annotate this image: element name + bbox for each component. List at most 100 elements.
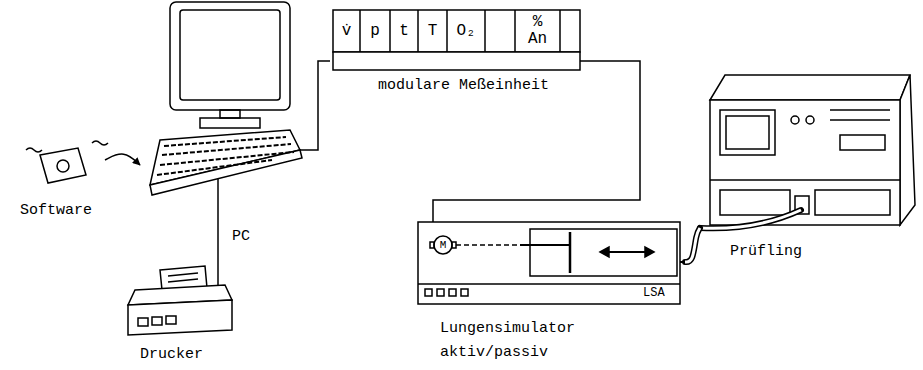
node-label: LSA: [643, 286, 665, 300]
key-row: [164, 137, 286, 146]
module-divider: [446, 10, 448, 52]
module-divider: [389, 10, 391, 52]
module-cell: O₂: [447, 10, 485, 52]
module-divider: [484, 10, 486, 52]
control-button: [437, 289, 444, 296]
printer-button: [166, 316, 176, 324]
module-cell: t: [390, 10, 418, 52]
motor-letter: M: [436, 238, 450, 252]
channel-label: p: [360, 10, 390, 52]
hose-inner: [685, 228, 700, 262]
device-screen: [720, 110, 775, 155]
motion-arrow-head: [645, 247, 654, 257]
module-cell: v̇: [333, 10, 360, 52]
channel-label: t: [390, 10, 418, 52]
breathing-hose: [685, 228, 700, 262]
motion-mark: [92, 141, 108, 145]
printer-button: [152, 317, 162, 325]
control-button: [461, 289, 468, 296]
keyboard-keys: [157, 137, 294, 175]
node-label: Lungensimulator aktiv/passiv: [440, 317, 600, 365]
channel-label: T: [418, 10, 447, 52]
connector-line: [105, 154, 140, 165]
cable: [217, 179, 219, 252]
key-row: [160, 152, 294, 165]
lung-simulator: LSA Lungensimulator aktiv/passiv: [415, 222, 685, 367]
drive-shaft: [456, 244, 520, 246]
floppy-hub: [57, 160, 69, 172]
software-disk: Software: [15, 140, 105, 230]
control-button: [425, 289, 432, 296]
motion-mark: [26, 148, 42, 152]
module-strip: [333, 10, 580, 52]
module-divider: [514, 10, 516, 52]
motion-arrow: [606, 251, 648, 253]
module-divider: [359, 10, 361, 52]
device-divider: [710, 179, 900, 181]
channel-label: O₂: [447, 10, 485, 52]
paper-line: [168, 279, 198, 282]
device-under-test: Prüfling: [700, 65, 920, 265]
control-button: [449, 289, 456, 296]
channel-label: v̇: [333, 10, 360, 52]
device-front: [710, 100, 900, 225]
cable: [218, 252, 219, 262]
module-cell: T: [418, 10, 447, 52]
channel-label: % An: [515, 10, 560, 52]
node-label: Drucker: [140, 346, 203, 364]
connector-line: [217, 252, 219, 262]
device-screen-inner: [726, 116, 769, 149]
node-label: PC: [232, 228, 250, 246]
cable: [580, 60, 585, 62]
key-row: [157, 160, 272, 175]
motion-arrow-head: [600, 247, 609, 257]
paper-line: [168, 273, 198, 276]
keyboard-front: [150, 150, 302, 195]
piston-chamber: [530, 229, 677, 276]
device-drawer: [720, 190, 790, 215]
monitor-neck: [220, 110, 240, 118]
cable: [105, 154, 140, 165]
device-display: [840, 135, 885, 150]
device-knob: [791, 116, 799, 124]
monitor-housing: [170, 2, 290, 110]
piston-rod: [520, 244, 570, 246]
cable: [305, 61, 330, 150]
device-knob: [806, 116, 814, 124]
device-side: [900, 75, 915, 225]
device-drawer: [815, 190, 890, 215]
device-slot: [830, 109, 890, 111]
cable: [217, 262, 219, 286]
printer-button: [138, 318, 148, 326]
motor-symbol: [434, 236, 452, 254]
module-divider: [559, 10, 561, 52]
device-slot: [830, 119, 890, 121]
module-cell: % An: [515, 10, 560, 52]
node-label: modulare Meßeinheit: [378, 77, 549, 95]
module-cell: p: [360, 10, 390, 52]
node-label: Software: [20, 202, 92, 220]
device-top: [710, 75, 910, 100]
lung-simulator-housing: [418, 222, 680, 304]
monitor-screen: [180, 10, 280, 100]
cable: [300, 149, 305, 151]
motor-tab: [430, 242, 434, 248]
connector-line: [685, 228, 700, 262]
module-divider: [417, 10, 419, 52]
connector-line: [305, 61, 330, 150]
pc-workstation: PC: [140, 0, 305, 252]
module-base-bar: [333, 52, 580, 70]
monitor-base: [200, 118, 260, 128]
node-label: Prüfling: [730, 243, 802, 261]
floppy-disk: [40, 148, 86, 183]
printer-front: [128, 300, 232, 335]
motor-tab: [452, 242, 456, 248]
hose-inner: [700, 210, 801, 228]
measuring-unit: modulare Meßeinheit v̇ptTO₂ % An: [330, 5, 585, 100]
hose: [700, 210, 801, 228]
piston-plate: [569, 232, 572, 273]
panel-line: [418, 283, 680, 285]
